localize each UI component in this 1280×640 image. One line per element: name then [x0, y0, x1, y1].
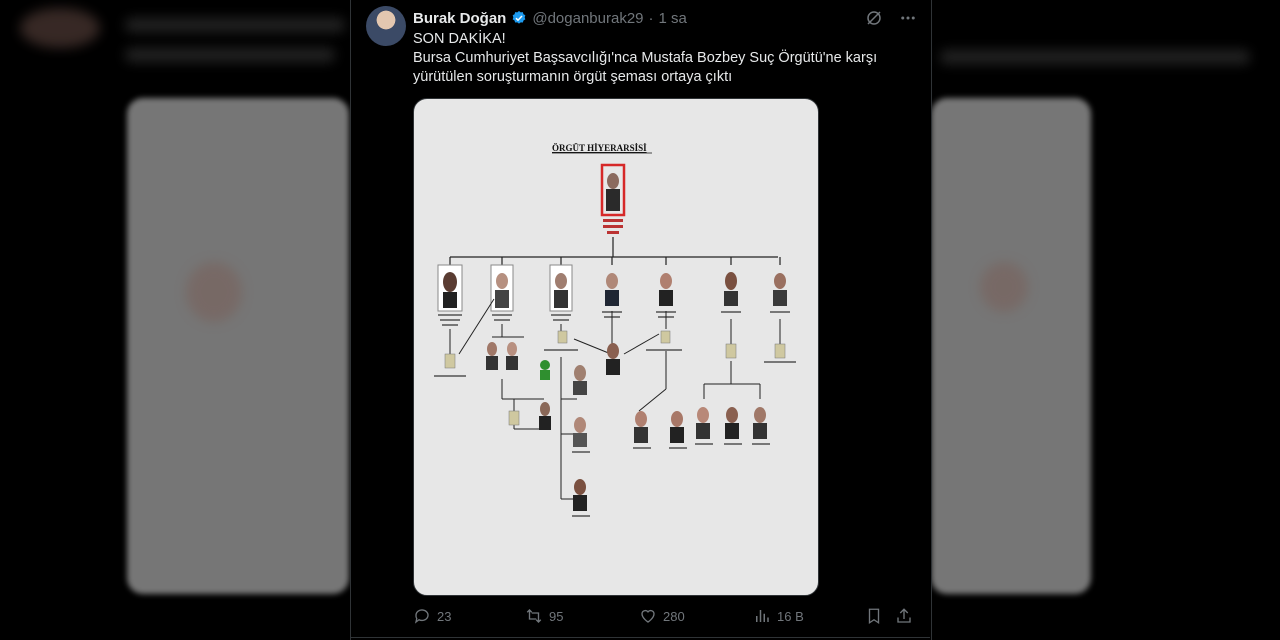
- avatar[interactable]: [366, 6, 406, 46]
- background-left-image: [127, 98, 349, 594]
- reply-button[interactable]: 23: [413, 607, 525, 625]
- repost-button[interactable]: 95: [525, 607, 639, 625]
- post-media-image[interactable]: ÖRGÜT HİYERARSİSİ: [413, 98, 819, 596]
- background-text-blur: [940, 50, 1250, 64]
- post-text-line: yürütülen soruşturmanın örgüt şeması ort…: [413, 69, 733, 85]
- author-name[interactable]: Burak Doğan: [413, 9, 507, 27]
- share-icon: [897, 608, 911, 623]
- bottom-row-members: [634, 407, 767, 443]
- repost-count: 95: [549, 608, 564, 624]
- post-text: SON DAKİKA! Bursa Cumhuriyet Başsavcılığ…: [413, 30, 913, 87]
- org-chart-title: ÖRGÜT HİYERARSİSİ: [552, 143, 647, 153]
- views-button[interactable]: 16 B: [753, 607, 865, 625]
- like-count: 280: [663, 608, 685, 624]
- like-icon: [641, 609, 655, 623]
- post-time[interactable]: 1 sa: [658, 9, 687, 27]
- post-text-line: Bursa Cumhuriyet Başsavcılığı'nca Mustaf…: [413, 50, 878, 66]
- background-text-blur: [125, 18, 345, 32]
- bookmark-button[interactable]: [865, 607, 895, 625]
- level-three-members: [486, 342, 620, 511]
- post-action-bar: 23 95 280 16 B: [413, 605, 918, 627]
- verified-badge-icon: [513, 11, 526, 24]
- more-icon[interactable]: [899, 9, 917, 27]
- share-button[interactable]: [895, 607, 915, 625]
- post-text-line: SON DAKİKA!: [413, 31, 506, 47]
- background-face-blur: [980, 262, 1028, 312]
- separator-dot: ·: [648, 9, 654, 27]
- views-icon: [756, 610, 769, 622]
- leader-face: [607, 173, 619, 189]
- repost-icon: [526, 609, 542, 623]
- post-header: Burak Doğan @doganburak29 · 1 sa: [413, 8, 917, 28]
- background-face-blur: [186, 262, 242, 322]
- background-text-blur: [125, 48, 335, 62]
- divider: [350, 637, 930, 638]
- views-count: 16 B: [777, 608, 804, 624]
- bookmark-icon: [868, 608, 880, 625]
- reply-count: 23: [437, 608, 452, 624]
- author-handle[interactable]: @doganburak29: [532, 9, 644, 27]
- reply-icon: [414, 609, 429, 624]
- like-button[interactable]: 280: [639, 607, 753, 625]
- background-avatar-blur: [20, 8, 100, 48]
- leader-photo-frame: [600, 163, 626, 217]
- org-chart-image: ÖRGÜT HİYERARSİSİ: [434, 143, 796, 517]
- level-two-members: [437, 264, 787, 312]
- grok-icon[interactable]: [865, 9, 883, 27]
- background-right-image: [931, 98, 1091, 594]
